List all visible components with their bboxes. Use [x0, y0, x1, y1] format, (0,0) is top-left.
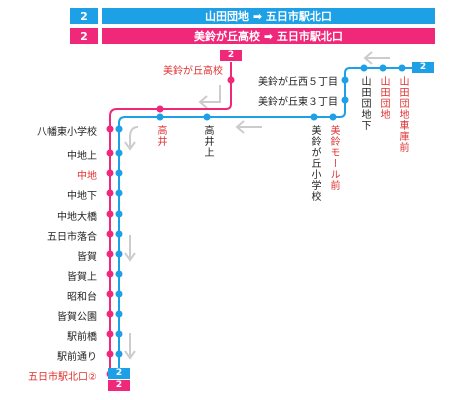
pink-start-badge: 2: [220, 50, 242, 61]
blue-stops: [115, 64, 406, 358]
stop-dot: [106, 310, 114, 318]
arrow-left-icon: [235, 120, 262, 134]
stop-dot: [329, 113, 337, 121]
legend-row-pink: 2 美鈴が丘高校 ➡ 五日市駅北口: [70, 28, 435, 44]
stop-dot: [115, 230, 123, 238]
stop-dot: [115, 169, 123, 177]
stop-dot: [106, 210, 114, 218]
arrow-left-icon: [363, 51, 390, 65]
route-number-badge: 2: [70, 8, 98, 24]
arrow-bent-icon: [198, 85, 221, 109]
pink-end-badge: 2: [108, 380, 130, 391]
stop-label-misuzugaoka-koko: 美鈴が丘高校: [163, 66, 223, 77]
stop-label-misuzu-nishi: 美鈴が丘西５丁目: [258, 77, 338, 88]
stop-dot: [115, 290, 123, 298]
stop-dot: [115, 310, 123, 318]
stop-label-minaga: 皆賀: [77, 252, 97, 263]
stop-label-nakachi-ohashi: 中地大橋: [57, 212, 97, 223]
stop-label-ekimae-dori: 駅前通り: [57, 352, 97, 363]
stop-dot: [115, 350, 123, 358]
legend-row-blue: 2 山田団地 ➡ 五日市駅北口: [70, 8, 435, 24]
stop-dot: [115, 210, 123, 218]
arrow-down-icon: [124, 235, 136, 262]
arrow-down-icon: [124, 333, 136, 360]
stop-dot: [203, 113, 211, 121]
stop-label-showadai: 昭和台: [67, 292, 97, 303]
stop-label-itsukaichi-ochiai: 五日市落合: [47, 232, 97, 243]
stop-dot: [106, 270, 114, 278]
stop-dot: [115, 250, 123, 258]
stop-dot: [379, 64, 387, 72]
stop-label-misuzu-shogakko: 美鈴が丘小学校: [309, 125, 320, 202]
blue-start-badge: 2: [412, 62, 434, 73]
blue-route-line: [118, 67, 430, 370]
stop-dot: [115, 125, 123, 133]
stop-dot: [360, 64, 368, 72]
stop-dot: [227, 76, 235, 84]
blue-end-badge: 2: [108, 368, 130, 379]
stop-label-ekimaebashi: 駅前橋: [67, 332, 97, 343]
route-number-badge: 2: [70, 28, 98, 44]
stop-dot: [106, 350, 114, 358]
stop-label-yamada-shako: 山田団地車庫前: [397, 76, 408, 153]
stop-label-nakachi: 中地: [77, 171, 97, 182]
stop-dot: [106, 230, 114, 238]
stop-dot: [398, 64, 406, 72]
stop-dot: [156, 113, 164, 121]
stop-dot: [115, 189, 123, 197]
stop-dot: [106, 169, 114, 177]
stop-label-misuzu-mall: 美鈴モール前: [328, 125, 339, 191]
stop-label-takai-ue: 高井上: [202, 125, 213, 158]
stop-dot: [341, 76, 349, 84]
stop-label-yamada-shita: 山田団地下: [359, 76, 370, 131]
route-label-blue: 山田団地 ➡ 五日市駅北口: [102, 8, 435, 24]
stop-label-nakachi-ue: 中地上: [67, 151, 97, 162]
direction-arrows: [124, 51, 390, 360]
stop-dot: [341, 96, 349, 104]
stop-label-nakachi-shita: 中地下: [67, 191, 97, 202]
stop-label-takai: 高井: [155, 125, 166, 147]
stop-label-itsukaichi-kitaguchi: 五日市駅北口②: [28, 372, 97, 383]
stop-dot: [106, 290, 114, 298]
stop-label-minaga-ue: 皆賀上: [67, 272, 97, 283]
stop-label-yahata-shogakko: 八幡東小学校: [37, 127, 97, 138]
stop-dot: [106, 250, 114, 258]
stop-dot: [115, 270, 123, 278]
stop-dot: [106, 330, 114, 338]
pink-stops: [106, 76, 235, 378]
stop-label-minaga-koen: 皆賀公園: [57, 312, 97, 323]
stop-dot: [115, 149, 123, 157]
arrow-down-icon: [124, 126, 139, 151]
stop-label-misuzu-higashi: 美鈴が丘東３丁目: [258, 97, 338, 108]
stop-dot: [310, 113, 318, 121]
stop-label-yamada-danchi: 山田団地: [378, 76, 389, 120]
stop-dot: [106, 125, 114, 133]
stop-dot: [156, 105, 164, 113]
stop-dot: [106, 149, 114, 157]
pink-route-line: [109, 62, 232, 370]
stop-dot: [115, 330, 123, 338]
route-label-pink: 美鈴が丘高校 ➡ 五日市駅北口: [102, 28, 435, 44]
stop-dot: [106, 189, 114, 197]
